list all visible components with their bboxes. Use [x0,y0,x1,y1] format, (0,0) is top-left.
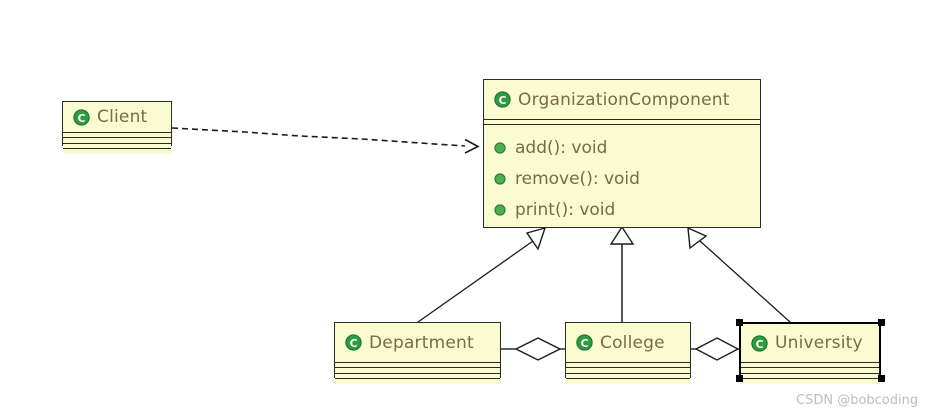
class-header-client: C Client [63,102,171,132]
class-separator [741,373,879,379]
member-label: add(): void [515,137,608,158]
member-label: remove(): void [515,168,640,189]
class-icon: C [345,334,362,351]
class-separator [484,119,760,125]
class-icon: C [576,334,593,351]
operations-compartment [566,379,690,384]
relationship-client-uses-component[interactable] [171,127,480,154]
class-icon: C [751,334,768,352]
class-separator [63,143,171,149]
watermark: CSDN @bobcoding [796,393,919,408]
member-label: print(): void [515,199,616,220]
selection-handle-top-left[interactable] [736,319,743,326]
operations-compartment [741,379,879,384]
svg-text:C: C [78,111,86,124]
relationship-college-extends-component[interactable] [609,225,635,322]
selection-handle-bottom-right[interactable] [878,375,885,382]
member-row[interactable]: print(): void [484,194,760,225]
svg-text:C: C [756,337,764,350]
selection-handle-top-right[interactable] [878,319,885,326]
class-box-college[interactable]: C College [565,322,691,384]
public-visibility-icon [494,203,506,216]
attributes-compartment [566,368,690,373]
class-separator [566,373,690,379]
selection-handle-bottom-left[interactable] [736,375,743,382]
class-name-organization-component: OrganizationComponent [518,89,730,110]
public-visibility-icon [494,141,506,154]
relationship-university-extends-component[interactable] [687,226,791,323]
attributes-compartment [741,368,879,373]
member-row[interactable]: remove(): void [484,163,760,194]
attributes-compartment [63,138,171,143]
svg-text:C: C [499,94,507,107]
operations-compartment [63,149,171,154]
class-separator [335,373,500,379]
relationship-department-extends-component[interactable] [417,226,547,323]
class-header-university: C University [741,324,879,362]
class-box-department[interactable]: C Department [334,322,501,384]
operations-compartment [335,379,500,384]
relationship-college-aggregates-department[interactable] [501,337,565,361]
class-separator [335,362,500,368]
public-visibility-icon [494,172,506,185]
operations-compartment: add(): void remove(): void print(): void [484,125,760,227]
class-separator [63,132,171,138]
class-name-college: College [600,332,665,353]
class-box-organization-component[interactable]: C OrganizationComponent add(): void remo… [483,79,761,228]
relationship-university-aggregates-college[interactable] [691,337,743,361]
class-icon: C [494,91,511,108]
class-name-department: Department [369,332,474,353]
class-header-college: C College [566,323,690,362]
class-box-university[interactable]: C University [739,322,881,384]
class-box-client[interactable]: C Client [62,101,172,154]
class-name-university: University [775,333,863,353]
member-row[interactable]: add(): void [484,132,760,163]
class-icon: C [73,108,90,126]
svg-text:C: C [581,337,589,350]
svg-text:C: C [350,337,358,350]
class-separator [566,362,690,368]
class-header-department: C Department [335,323,500,362]
class-separator [741,362,879,368]
class-name-client: Client [97,107,148,127]
class-header-organization-component: C OrganizationComponent [484,80,760,119]
attributes-compartment [335,368,500,373]
